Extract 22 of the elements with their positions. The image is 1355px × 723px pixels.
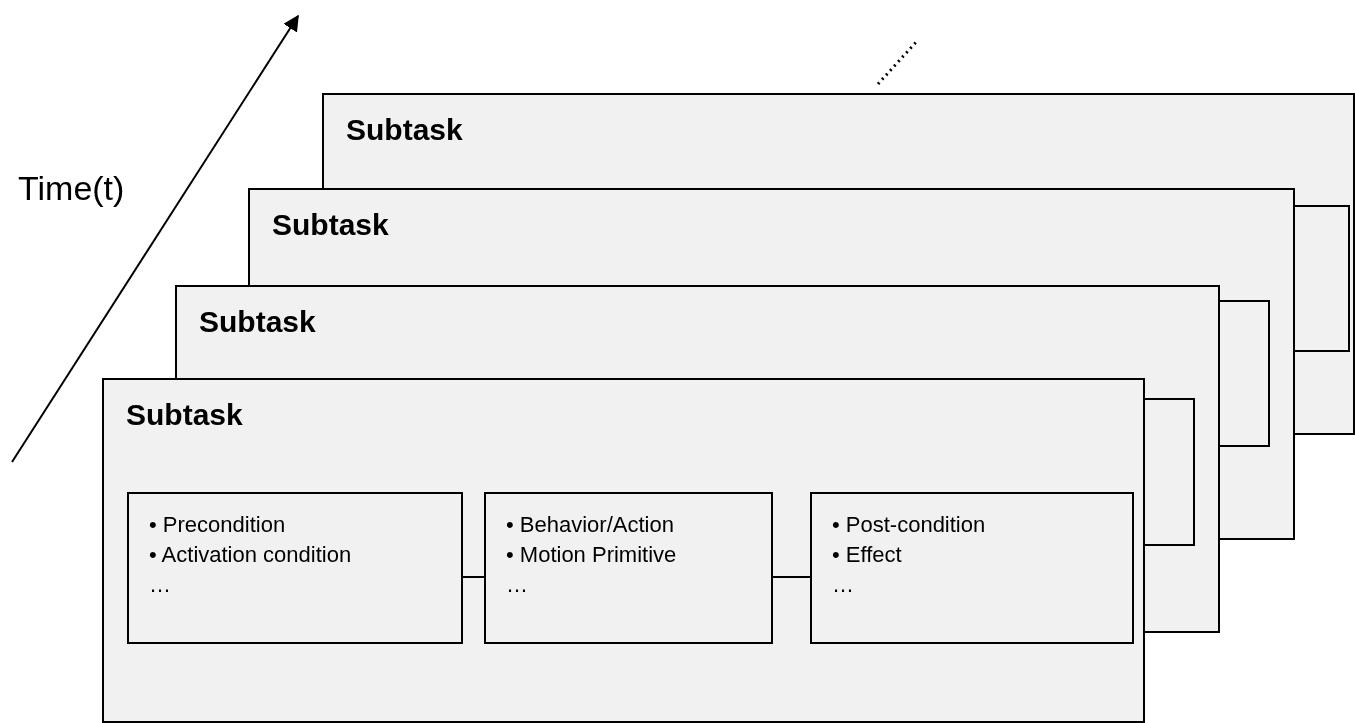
condition-box — [127, 492, 463, 644]
subtask-card — [1220, 300, 1270, 447]
list-item: • Activation condition — [149, 541, 353, 569]
connector-line — [772, 576, 811, 578]
subtask-card — [1145, 398, 1195, 546]
condition-box — [810, 492, 1134, 644]
list-item: • Motion Primitive — [506, 541, 678, 569]
card-title: Subtask — [346, 113, 463, 147]
card-title: Subtask — [272, 208, 389, 242]
list-item: • Effect — [832, 541, 903, 569]
subtask-card — [1295, 205, 1350, 352]
list-item: • Behavior/Action — [506, 511, 675, 539]
list-item: • Precondition — [149, 511, 287, 539]
list-item: … — [832, 571, 855, 599]
card-title: Subtask — [199, 305, 316, 339]
axis-label: Time(t) — [18, 168, 125, 208]
list-item: … — [506, 571, 529, 599]
list-item: … — [149, 571, 172, 599]
connector-line — [462, 576, 485, 578]
condition-box — [484, 492, 773, 644]
card-title: Subtask — [126, 398, 243, 432]
list-item: • Post-condition — [832, 511, 987, 539]
